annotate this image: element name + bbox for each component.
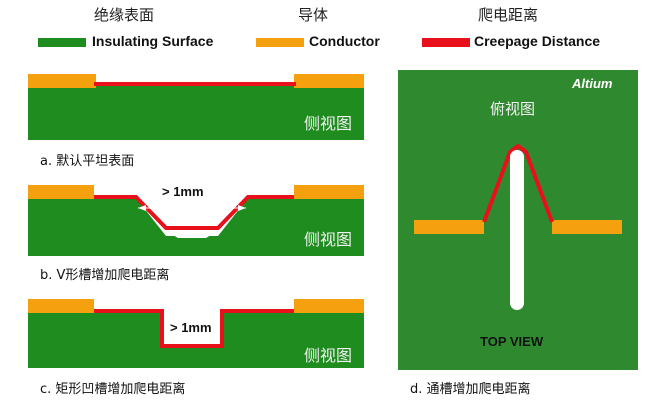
panel-a-side-label: 侧视图 [304, 114, 353, 133]
panel-b-v-groove: > 1mm 侧视图 [28, 180, 364, 256]
panel-c-gap-label: > 1mm [170, 320, 212, 335]
panel-a-drawing [28, 74, 364, 140]
panel-c-caption: c. 矩形凹槽增加爬电距离 [40, 382, 186, 397]
panel-d-slot [510, 150, 524, 310]
panel-b-drawing [28, 185, 364, 256]
panel-a-board [28, 86, 364, 140]
panel-c-groove-fill [162, 310, 222, 348]
panel-d-conductor-right [552, 220, 622, 234]
panel-b-creepage-path [94, 195, 294, 230]
legend-creepage-en: Creepage Distance [474, 33, 601, 49]
panel-b-gap-label: > 1mm [162, 184, 204, 199]
panel-a-caption: a. 默认平坦表面 [40, 154, 135, 169]
altium-logo: Altium [572, 76, 613, 91]
panel-b-board [28, 198, 364, 256]
panel-d-slot-top-view: Altium 俯视图 TOP VIEW [398, 70, 638, 370]
panel-d-conductor-left [414, 220, 484, 234]
legend-insulating-swatch [38, 38, 86, 47]
panel-b-conductor-left [28, 185, 94, 199]
panel-d-creepage-path [482, 143, 554, 223]
legend-conductor-cn: 导体 [298, 6, 329, 24]
panel-b-side-label: 侧视图 [304, 230, 353, 249]
panel-c-conductor-left [28, 299, 94, 313]
panel-c-drawing [28, 299, 364, 368]
panel-b-groove-fill [168, 232, 216, 238]
panel-d-caption: d. 通槽增加爬电距离 [410, 382, 531, 397]
panel-b-arrow-right-icon [238, 205, 246, 211]
panel-c-rect-groove: > 1mm 侧视图 [28, 296, 364, 368]
legend-insulating-cn: 绝缘表面 [94, 6, 155, 24]
panel-c-conductor-right [294, 299, 364, 313]
legend-creepage-cn: 爬电距离 [478, 6, 539, 24]
panel-d-view-label: TOP VIEW [480, 334, 544, 349]
panel-b-conductor-right [294, 185, 364, 199]
legend-insulating-en: Insulating Surface [92, 33, 214, 49]
panel-a-flat-surface: 侧视图 [28, 70, 364, 140]
legend-conductor-swatch [256, 38, 304, 47]
legend-conductor-en: Conductor [309, 33, 380, 49]
panel-a-conductor-right [294, 74, 364, 88]
panel-a-conductor-left [28, 74, 96, 88]
panel-d-drawing [414, 143, 622, 310]
panel-c-side-label: 侧视图 [304, 346, 353, 365]
legend-creepage-swatch [422, 38, 470, 47]
panel-b-arrow-left-icon [138, 205, 146, 211]
panel-c-creepage-path [94, 309, 294, 348]
panel-b-caption: b. V形槽增加爬电距离 [40, 268, 170, 283]
panel-d-top-label: 俯视图 [490, 100, 536, 118]
